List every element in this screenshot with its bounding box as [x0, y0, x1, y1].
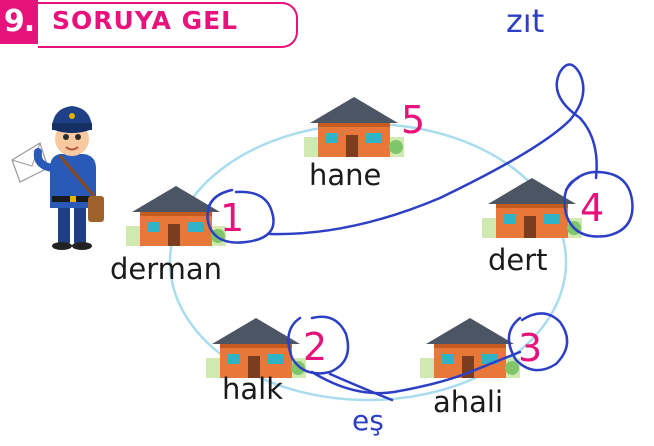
number-2: 2 [303, 325, 328, 369]
handwritten-marks [206, 63, 634, 402]
house-icon [206, 318, 306, 378]
word-halk: halk [222, 372, 284, 406]
word-dert: dert [488, 243, 548, 277]
number-1: 1 [220, 196, 245, 240]
page-title: SORUYA GEL [52, 6, 239, 35]
house-icon [126, 186, 226, 246]
house-icon [304, 97, 404, 157]
word-ahali: ahali [433, 385, 504, 419]
number-5: 5 [401, 98, 426, 142]
word-derman: derman [110, 252, 223, 286]
number-3: 3 [518, 326, 543, 370]
handwritten-es: eş [352, 404, 384, 437]
house-icon [482, 178, 582, 238]
title-frame [38, 2, 298, 48]
handwritten-zit: zıt [506, 2, 545, 40]
number-4: 4 [580, 186, 605, 230]
house-icon [420, 318, 520, 378]
postman-illustration [11, 106, 104, 250]
word-hane: hane [309, 158, 382, 192]
question-number: 9. [0, 0, 38, 44]
